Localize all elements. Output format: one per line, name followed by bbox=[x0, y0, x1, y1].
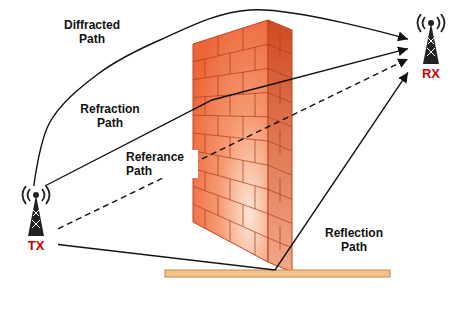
mast-lattice bbox=[32, 210, 40, 228]
signal-path bbox=[58, 59, 408, 229]
radio-waves bbox=[418, 14, 445, 32]
antenna-icon bbox=[14, 186, 58, 238]
antenna-node: RX bbox=[408, 14, 454, 82]
signal-path bbox=[58, 72, 408, 270]
antenna-icon bbox=[409, 14, 453, 66]
antenna-tip bbox=[33, 192, 39, 198]
antenna-label: TX bbox=[14, 238, 58, 254]
reflector-plate bbox=[165, 270, 390, 277]
antenna-label: RX bbox=[408, 66, 454, 82]
path-label: Referance Path bbox=[126, 150, 198, 178]
path-label: Diffracted Path bbox=[56, 18, 128, 46]
antenna-mast bbox=[28, 195, 44, 236]
antenna-mast bbox=[423, 23, 439, 64]
brick-wall bbox=[193, 20, 292, 272]
mast-lattice bbox=[427, 38, 435, 56]
radio-waves bbox=[23, 186, 50, 204]
path-label: Reflection Path bbox=[318, 226, 390, 254]
signal-path bbox=[45, 49, 408, 186]
path-label: Refraction Path bbox=[74, 102, 146, 130]
antenna-node: TX bbox=[14, 186, 58, 254]
signal-path bbox=[34, 10, 408, 186]
antenna-tip bbox=[428, 20, 434, 26]
